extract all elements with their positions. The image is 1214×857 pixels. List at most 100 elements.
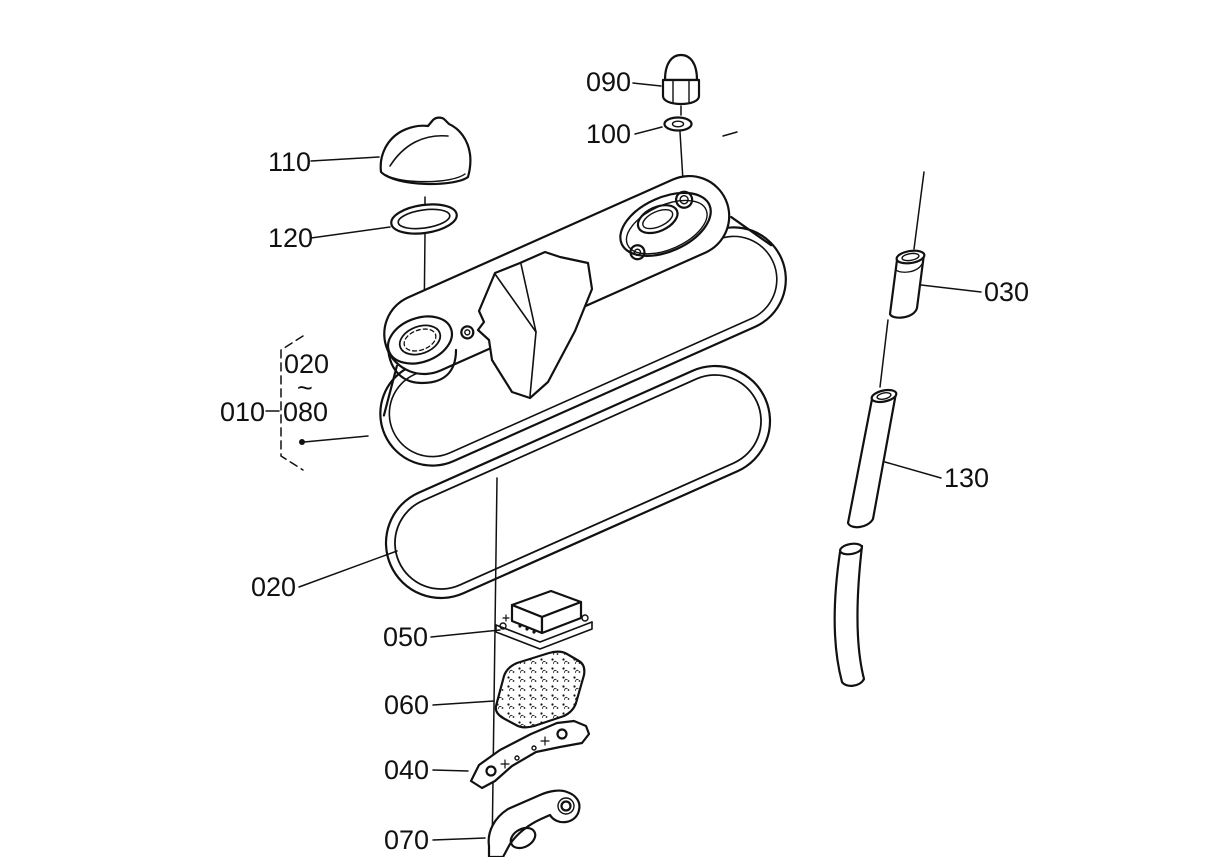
baffle-vent-dot-3: [532, 630, 536, 634]
group-range-tilde: ~: [297, 373, 313, 403]
hose-upper-body: [846, 391, 898, 529]
oring-inner: [397, 208, 451, 230]
cap-nut: [661, 53, 701, 106]
gasket-inner-ring: [394, 374, 762, 590]
boss-opening-inner: [642, 208, 674, 230]
cover-rim-inner: [388, 235, 778, 458]
cover-wall-right-edge: [730, 215, 773, 247]
leader-040: [432, 769, 469, 772]
neck-wall: [386, 346, 458, 385]
group-reference-dot: [299, 439, 305, 445]
leader-130: [884, 461, 942, 479]
flat-washer: [663, 116, 693, 132]
callout-020: 020: [251, 572, 296, 602]
cover-rim-outer: [379, 226, 787, 467]
baffle-cross-mark: [502, 614, 510, 622]
cover-wall-left-edge: [382, 364, 398, 417]
leader-100: [634, 126, 663, 135]
pipe-collar-line: [895, 263, 923, 273]
group-reference-line: [303, 435, 369, 443]
breather-stack-axis: [491, 477, 498, 856]
bracket-slot-hole: [509, 826, 537, 850]
breather-plate: [469, 719, 591, 790]
plate-cross-mark-1: [540, 736, 550, 746]
breather-pipe-joint: [888, 249, 926, 319]
plate-small-hole-1: [531, 745, 537, 751]
plate-cross-mark-2: [500, 759, 510, 769]
cap-outline: [379, 116, 472, 185]
group-bracket-dashed: [280, 335, 304, 471]
o-ring: [390, 203, 458, 235]
valve-cover: [379, 174, 787, 467]
baffle-vent-dot-2: [525, 627, 529, 631]
oil-filler-cap: [379, 116, 472, 185]
leader-020: [298, 550, 398, 588]
gasket-outer-ring: [384, 364, 772, 600]
pipe-axis-upper: [913, 171, 925, 250]
cover-bolt-hole-inner: [464, 329, 471, 336]
boss-bolt-hole-inner: [633, 248, 642, 256]
baffle-screw-hole-right: [581, 614, 589, 622]
callout-labels: 090 100 110 120 030 010 020 ~ 080 130 02…: [220, 67, 1029, 855]
group-range-top: 020: [284, 349, 329, 379]
assembly-axis-lines: [423, 105, 925, 856]
bracket-ear-hole-outer: [557, 797, 575, 815]
breather-element: [494, 650, 586, 729]
callout-030: 030: [984, 277, 1029, 307]
leader-120: [310, 226, 391, 239]
breather-baffle: [495, 589, 593, 650]
callout-120: 120: [268, 223, 313, 253]
group-range-bottom: 080: [283, 397, 328, 427]
washer-outer: [663, 116, 693, 132]
leader-050: [430, 629, 501, 638]
bracket-ear-hole: [560, 800, 572, 812]
washer-hole: [671, 120, 685, 128]
breather-hose-lower: [833, 542, 866, 687]
hose-upper-bore: [876, 392, 892, 400]
pipe-axis-lower: [879, 319, 889, 388]
oring-outer: [390, 203, 458, 235]
callout-130: 130: [944, 463, 989, 493]
leader-030: [920, 284, 982, 293]
callout-010: 010: [220, 397, 265, 427]
boss-opening: [636, 204, 679, 235]
breather-hose-upper: [846, 388, 898, 529]
baffle-plate-edge: [495, 621, 593, 643]
element-pad: [494, 650, 586, 729]
cap-base-line: [385, 173, 466, 183]
hose-lower-body: [833, 544, 866, 687]
nut-dome: [663, 53, 699, 82]
plate-hole-left: [485, 765, 497, 777]
cover-bolt-hole-outer: [460, 325, 475, 340]
pipe-top-bore: [901, 252, 920, 262]
flap-crease-2: [494, 273, 537, 333]
callout-100: 100: [586, 119, 631, 149]
cap-wing-ridge: [389, 134, 449, 167]
plate-outline: [469, 719, 591, 790]
neck-thread: [403, 328, 437, 352]
leader-lines: [265, 82, 982, 841]
oil-filler-neck: [386, 315, 458, 385]
nut-hex-body: [661, 78, 701, 106]
boss-bolt-hole-outer: [629, 244, 646, 261]
leader-090: [632, 82, 662, 87]
baffle-box-side: [540, 600, 583, 635]
callout-110: 110: [268, 147, 311, 177]
plate-hole-right: [556, 728, 568, 740]
callout-090: 090: [586, 67, 631, 97]
callout-050: 050: [383, 622, 428, 652]
leader-110: [310, 156, 380, 162]
baffle-vent-dot-1: [518, 624, 522, 628]
mounting-bracket: [487, 789, 581, 857]
tick-mark: [722, 131, 738, 137]
stud-hole-inner: [679, 195, 689, 205]
callout-060: 060: [384, 690, 429, 720]
plate-small-hole-2: [514, 755, 520, 761]
hose-lower-top: [839, 542, 863, 556]
leader-060: [432, 700, 495, 706]
stud-hole-outer: [675, 190, 694, 209]
neck-inner: [398, 324, 442, 356]
torn-section-flap: [476, 250, 594, 400]
